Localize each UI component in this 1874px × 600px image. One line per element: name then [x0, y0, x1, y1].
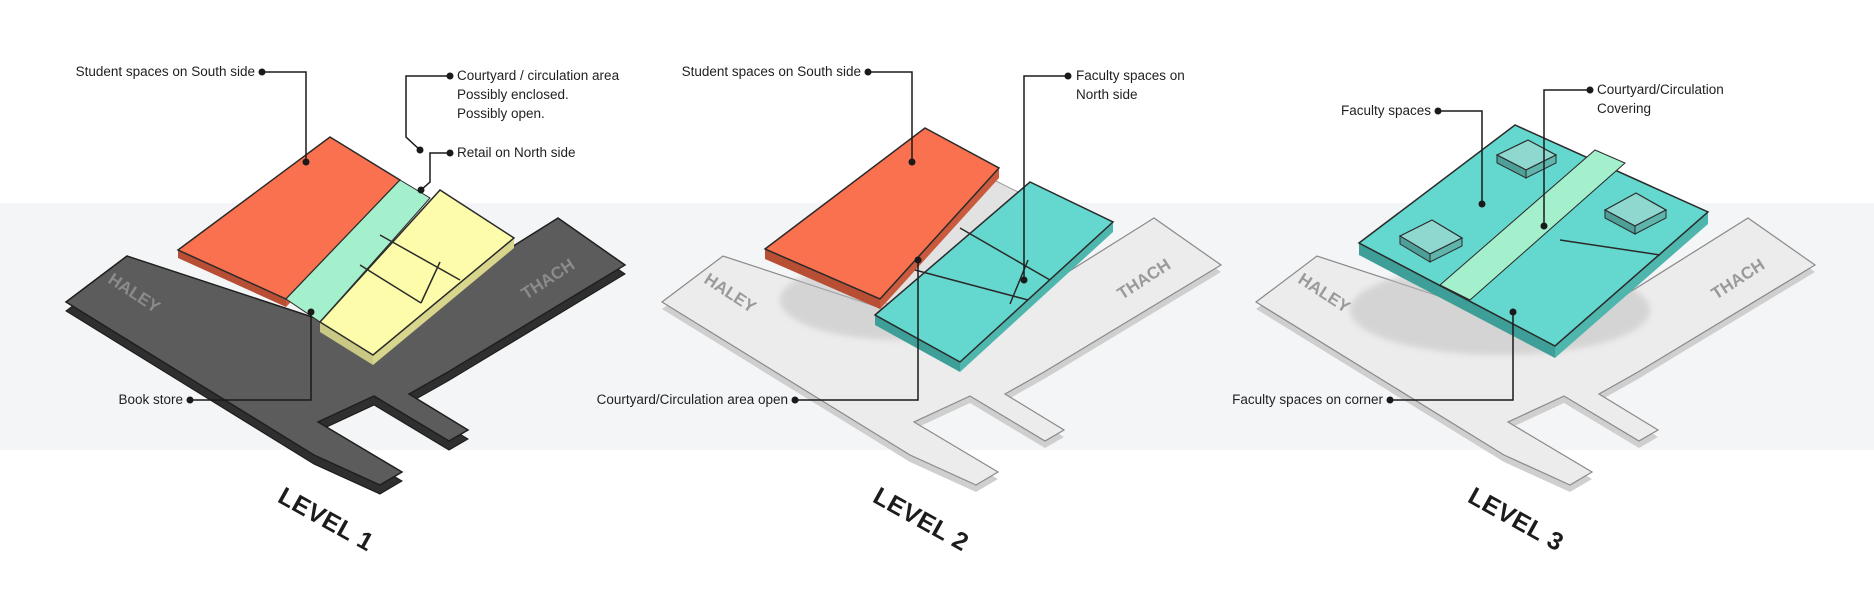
- level-2-diagram: HALEY THACH: [660, 68, 1223, 492]
- callout-courtyard-open: Courtyard/Circulation area open: [596, 392, 788, 407]
- level-1-retail-block: [318, 189, 516, 365]
- level-2-leader-dots: [791, 68, 1072, 404]
- level-1-leader-dots: [186, 68, 454, 404]
- level-1-base: HALEY THACH: [64, 217, 627, 495]
- level-3-rooftop-box: [1603, 192, 1668, 235]
- level-3-diagram: HALEY THACH: [1254, 86, 1817, 492]
- callout-book-store: Book store: [118, 392, 183, 407]
- level-2-leader-lines: [795, 71, 1068, 401]
- callout-student-spaces: Student spaces on South side: [681, 64, 861, 79]
- level-1-leader-lines: [190, 71, 450, 401]
- level-1-diagram: HALEY THACH: [64, 68, 627, 495]
- callout-courtyard: Courtyard / circulation area Possibly en…: [457, 68, 620, 121]
- callout-faculty-spaces: Faculty spaces: [1340, 103, 1431, 118]
- callout-courtyard-covering: Courtyard/Circulation Covering: [1597, 82, 1724, 116]
- callout-faculty-spaces: Faculty spaces on North side: [1076, 68, 1185, 102]
- callout-student-spaces: Student spaces on South side: [75, 64, 255, 79]
- level-3-rooftop-box: [1495, 139, 1558, 179]
- level-3-faculty-block: [1357, 124, 1710, 358]
- level-3-leader-dots: [1386, 86, 1594, 404]
- level-3-leader-lines: [1390, 89, 1590, 401]
- level-3-rooftop-box: [1398, 219, 1464, 263]
- callout-faculty-corner: Faculty spaces on corner: [1232, 392, 1383, 407]
- level-2-student-block: [763, 127, 1001, 309]
- callout-retail: Retail on North side: [457, 145, 576, 160]
